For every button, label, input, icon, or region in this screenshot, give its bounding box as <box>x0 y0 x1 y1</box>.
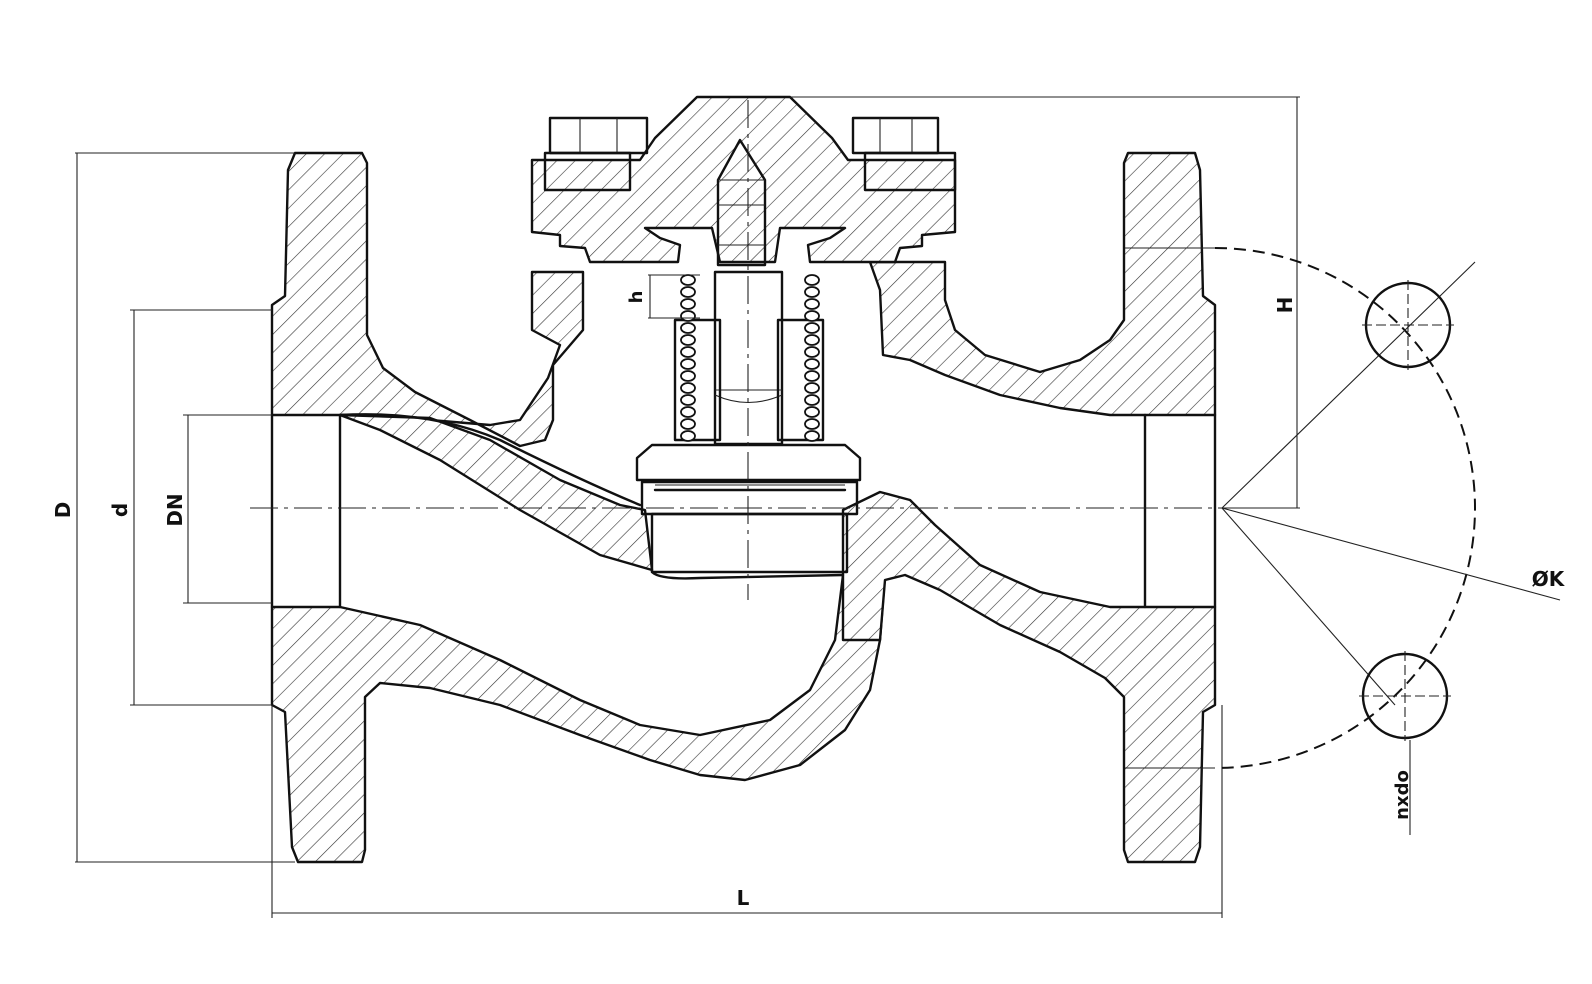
spring-coil <box>680 406 696 418</box>
spring-coil <box>804 406 820 418</box>
dimension-h: h <box>626 274 700 319</box>
spring-coil <box>804 298 820 310</box>
label-h: h <box>626 291 647 304</box>
center-lines <box>250 100 1222 600</box>
bore-lines <box>270 413 1217 609</box>
spring-coil <box>804 346 820 358</box>
spring-coil <box>680 394 696 406</box>
label-L: L <box>737 886 750 910</box>
bolt-circle: ØK nxdo <box>1125 247 1566 835</box>
spring-coil <box>680 418 696 430</box>
label-K: ØK <box>1532 567 1566 591</box>
bolt-right <box>851 116 957 192</box>
spring-coil <box>680 430 696 442</box>
spring-coil <box>680 298 696 310</box>
stem <box>673 270 825 446</box>
spring-coil <box>804 358 820 370</box>
spring-coil <box>680 322 696 334</box>
label-d: d <box>108 503 132 517</box>
dimension-H: H <box>790 96 1300 509</box>
spring-coil <box>804 430 820 442</box>
dimension-d: d <box>108 309 272 706</box>
spring-coil <box>680 286 696 298</box>
spring-coil <box>680 334 696 346</box>
spring-coil <box>680 382 696 394</box>
spring <box>680 274 820 442</box>
label-D: D <box>51 502 75 519</box>
spring-coil <box>804 370 820 382</box>
spring-coil <box>804 310 820 322</box>
spring-coil <box>680 310 696 322</box>
label-DN: DN <box>163 493 187 526</box>
spring-coil <box>804 394 820 406</box>
label-H: H <box>1273 297 1297 314</box>
disc <box>635 443 862 574</box>
spring-coil <box>680 346 696 358</box>
spring-coil <box>680 370 696 382</box>
bonnet <box>530 95 957 267</box>
bolt-left <box>543 116 649 192</box>
spring-coil <box>804 274 820 286</box>
left-flange <box>270 151 887 864</box>
seat-web-right <box>841 490 1217 864</box>
right-flange <box>868 151 1217 417</box>
spring-coil <box>804 286 820 298</box>
spring-coil <box>680 274 696 286</box>
spring-coil <box>804 334 820 346</box>
spring-coil <box>680 358 696 370</box>
dimension-D: D <box>51 152 295 863</box>
spring-coil <box>804 322 820 334</box>
spring-coil <box>804 418 820 430</box>
seat-web-left <box>338 413 654 572</box>
dimension-L: L <box>271 705 1223 918</box>
spring-coil <box>804 382 820 394</box>
dimension-DN: DN <box>163 414 272 604</box>
label-ndo: nxdo <box>1392 770 1413 820</box>
